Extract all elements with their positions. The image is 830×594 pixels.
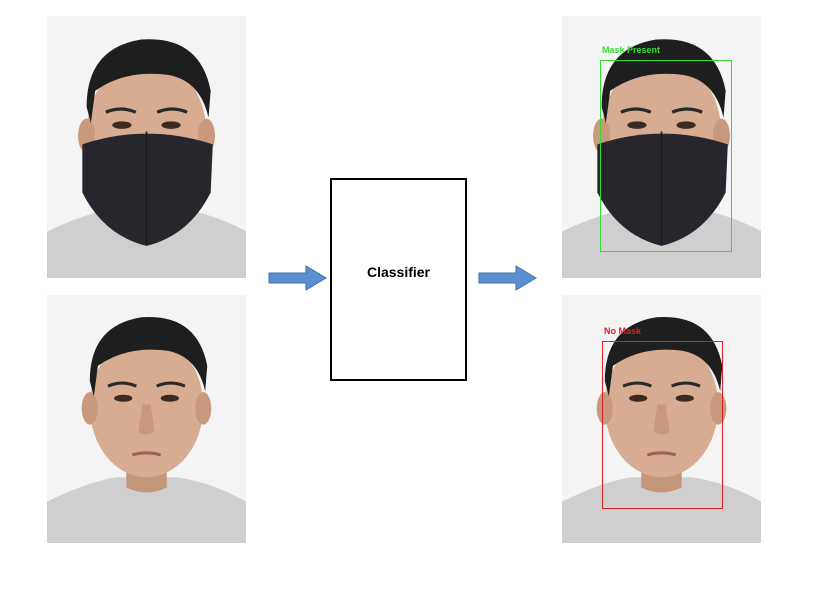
classifier-box: Classifier [330,178,467,381]
no-mask-label: No Mask [604,326,642,336]
input-masked-face-photo [47,16,246,278]
classifier-label: Classifier [366,264,431,280]
no-mask-bounding-box [602,341,723,509]
mask-present-bounding-box [600,60,732,252]
right-arrow-icon [478,265,537,291]
input-unmasked-face-photo [47,295,246,543]
right-arrow-icon [268,265,327,291]
mask-present-label: Mask Present [602,45,661,55]
